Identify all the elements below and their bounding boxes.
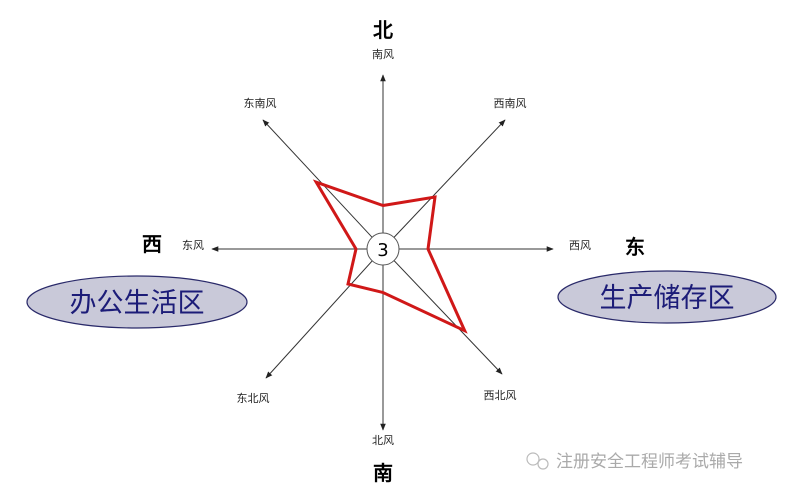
- watermark: 注册安全工程师考试辅导: [526, 452, 743, 472]
- label-north: 北: [373, 18, 393, 42]
- zone-office-living-label: 办公生活区: [70, 288, 205, 319]
- watermark-text: 注册安全工程师考试辅导: [556, 452, 743, 472]
- label-west: 西: [142, 232, 162, 256]
- wind-label-s: 北风: [372, 434, 394, 447]
- axis-ne: [382, 119, 506, 250]
- zone-office-living: [26, 275, 248, 329]
- wind-rose-polygon: [312, 179, 468, 334]
- axis-se: [382, 248, 503, 375]
- calm-circle: [366, 232, 400, 266]
- wind-label-ne: 西南风: [494, 97, 527, 110]
- calm-value: 3: [377, 240, 388, 261]
- zone-production-storage: [557, 270, 777, 324]
- wind-label-nw: 东南风: [244, 97, 277, 110]
- label-south: 南: [373, 461, 393, 485]
- wechat-icon: [526, 452, 549, 470]
- wind-label-se: 西北风: [484, 389, 517, 402]
- wind-label-n: 南风: [372, 48, 394, 61]
- label-east: 东: [625, 235, 645, 259]
- zone-production-storage-label: 生产储存区: [600, 283, 735, 314]
- axis-sw: [265, 248, 384, 379]
- wind-label-w: 东风: [182, 239, 204, 252]
- wind-label-sw: 东北风: [237, 392, 270, 405]
- wind-label-e: 西风: [569, 239, 591, 252]
